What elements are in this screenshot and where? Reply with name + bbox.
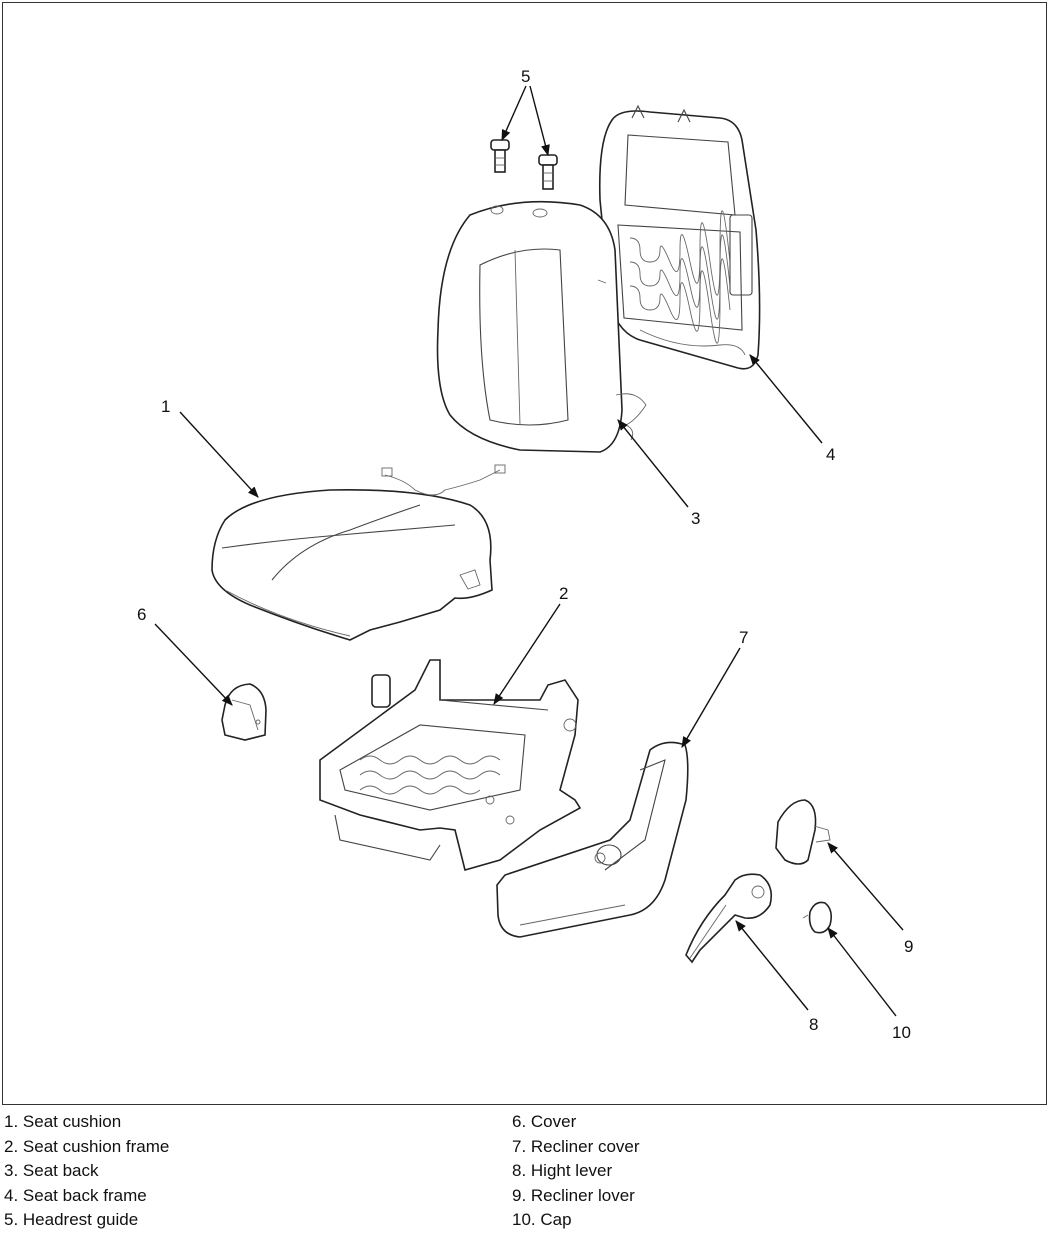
legend-column-left: 1. Seat cushion 2. Seat cushion frame 3.… bbox=[4, 1110, 169, 1233]
legend-item: 8. Hight lever bbox=[512, 1161, 613, 1180]
seat-back-frame-part bbox=[598, 104, 761, 370]
callout-labels: 5 1 4 3 2 6 7 9 8 10 bbox=[137, 67, 913, 1042]
callout-8: 8 bbox=[809, 1015, 818, 1034]
legend-item: 7. Recliner cover bbox=[512, 1136, 640, 1156]
cover-part bbox=[221, 683, 267, 741]
leader-line-5b bbox=[529, 85, 550, 157]
callout-9: 9 bbox=[904, 937, 913, 956]
legend-item: 4. Seat back frame bbox=[4, 1185, 147, 1205]
leader-line-9 bbox=[827, 842, 904, 931]
legend-item: 10. Cap bbox=[512, 1210, 572, 1229]
legend-item: 6. Cover bbox=[512, 1112, 577, 1131]
cap-part bbox=[802, 901, 832, 934]
seat-cushion-frame-part bbox=[319, 659, 582, 871]
callout-3: 3 bbox=[691, 509, 700, 528]
diagram-frame bbox=[2, 2, 1047, 1105]
leader-line-4 bbox=[749, 354, 823, 444]
parts-legend: 1. Seat cushion 2. Seat cushion frame 3.… bbox=[0, 1110, 1050, 1240]
legend-item: 2. Seat cushion frame bbox=[4, 1136, 170, 1156]
leader-line-10 bbox=[827, 927, 897, 1017]
seat-back-part bbox=[436, 200, 647, 453]
leader-line-3 bbox=[617, 419, 689, 508]
callout-7: 7 bbox=[739, 628, 748, 647]
callout-6: 6 bbox=[137, 605, 146, 624]
leader-line-8 bbox=[735, 920, 809, 1011]
leader-line-6 bbox=[154, 623, 233, 706]
recliner-lever-part bbox=[775, 799, 831, 865]
seat-cushion-part bbox=[211, 464, 506, 641]
leader-lines bbox=[154, 85, 904, 1017]
legend-item: 9. Recliner lover bbox=[512, 1185, 635, 1205]
leader-line-7 bbox=[681, 647, 741, 748]
callout-1: 1 bbox=[161, 397, 170, 416]
callout-10: 10 bbox=[892, 1023, 911, 1042]
callout-2: 2 bbox=[559, 584, 568, 603]
height-lever-part bbox=[685, 873, 773, 964]
headrest-guide-part bbox=[490, 139, 558, 190]
recliner-cover-part bbox=[496, 741, 689, 938]
leader-line-1 bbox=[179, 411, 259, 498]
leader-line-2 bbox=[493, 603, 561, 705]
legend-item: 1. Seat cushion bbox=[4, 1112, 122, 1131]
legend-column-right: 6. Cover 7. Recliner cover 8. Hight leve… bbox=[512, 1110, 640, 1233]
legend-item: 3. Seat back bbox=[4, 1161, 99, 1180]
leader-line-5a bbox=[501, 85, 527, 142]
callout-5: 5 bbox=[521, 67, 530, 86]
legend-item: 5. Headrest guide bbox=[4, 1210, 139, 1229]
exploded-seat-diagram: 5 1 4 3 2 6 7 9 8 10 bbox=[137, 67, 913, 1042]
callout-4: 4 bbox=[826, 445, 835, 464]
